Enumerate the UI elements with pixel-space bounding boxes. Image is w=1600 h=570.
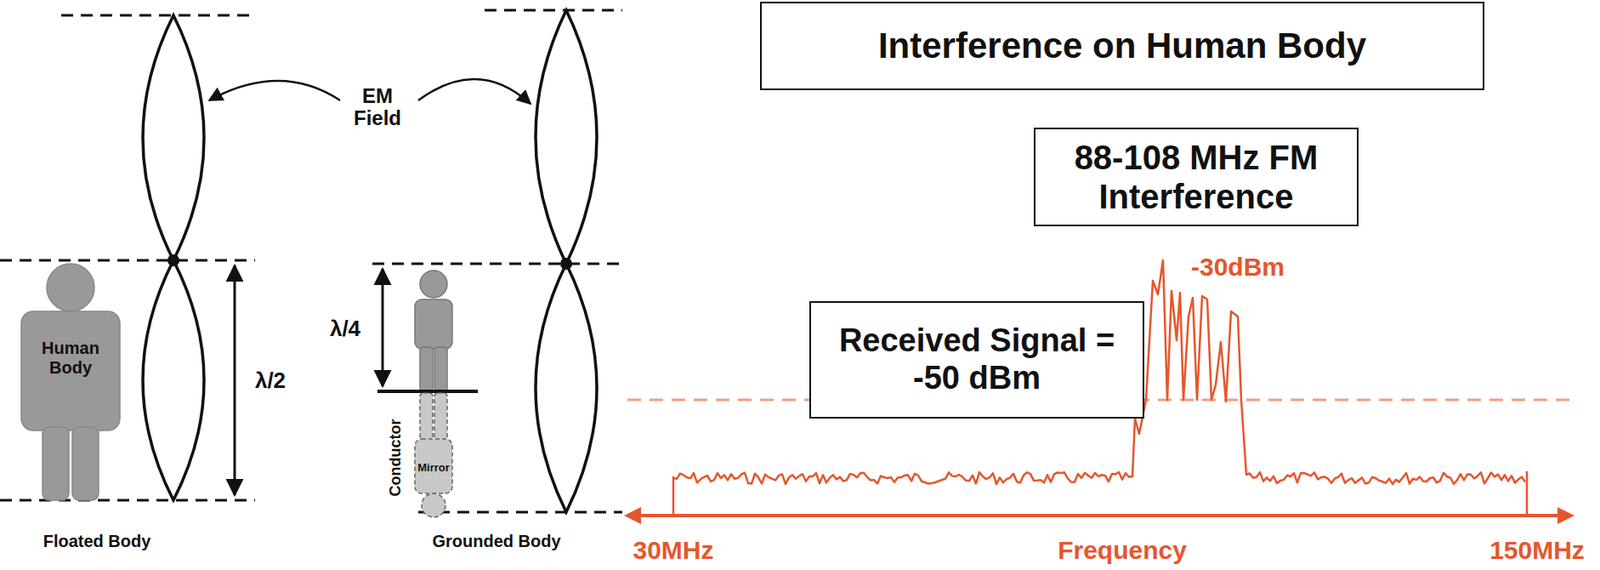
node-text: Received Signal = -50 dBm xyxy=(838,322,1116,397)
node-text: 88-108 MHz FM Interference xyxy=(1045,137,1347,216)
title-box: Interference on Human Body xyxy=(760,1,1485,91)
signal-box: Received Signal = -50 dBm xyxy=(809,300,1145,419)
peak-level: -30dBm xyxy=(1191,252,1285,281)
caption-label: Floated Body xyxy=(43,531,152,551)
text-holder: Human Body xyxy=(23,319,118,397)
pointer-arrow xyxy=(418,79,531,104)
dimension-arrow xyxy=(233,265,237,495)
wave-node xyxy=(560,257,573,270)
spectrum-trace xyxy=(673,260,1526,484)
axis-tick xyxy=(1526,470,1529,514)
node-text: Mirror xyxy=(417,461,450,475)
interference-box: 88-108 MHz FM Interference xyxy=(1033,127,1359,227)
mirror-image: Mirror xyxy=(413,391,454,519)
wave-node xyxy=(167,254,180,267)
human-silhouette xyxy=(20,260,121,502)
grounded-human xyxy=(414,270,453,392)
caption-label: Grounded Body xyxy=(431,531,561,551)
axis-label: 30MHz xyxy=(632,535,714,564)
axis-label: 150MHz xyxy=(1489,535,1585,564)
title-text: Interference on Human Body xyxy=(878,25,1367,67)
human-body: Human Body xyxy=(20,260,121,502)
axis-tick xyxy=(672,476,676,514)
mirror-silhouette xyxy=(413,391,454,519)
dimension-arrow xyxy=(381,268,385,386)
frequency-axis xyxy=(627,513,1572,517)
field-label: EM Field xyxy=(347,85,408,131)
wave-boundaries xyxy=(0,10,623,512)
pointer-arrow xyxy=(209,80,341,101)
dimension-label: λ/2 xyxy=(255,368,286,393)
text-holder: Mirror xyxy=(408,450,460,485)
node-text: Human Body xyxy=(36,338,105,378)
axis-label: Frequency xyxy=(1057,535,1187,564)
standing-wave xyxy=(142,10,597,512)
dimension-label: λ/4 xyxy=(329,316,361,341)
conductor-label: Conductor xyxy=(387,419,405,497)
